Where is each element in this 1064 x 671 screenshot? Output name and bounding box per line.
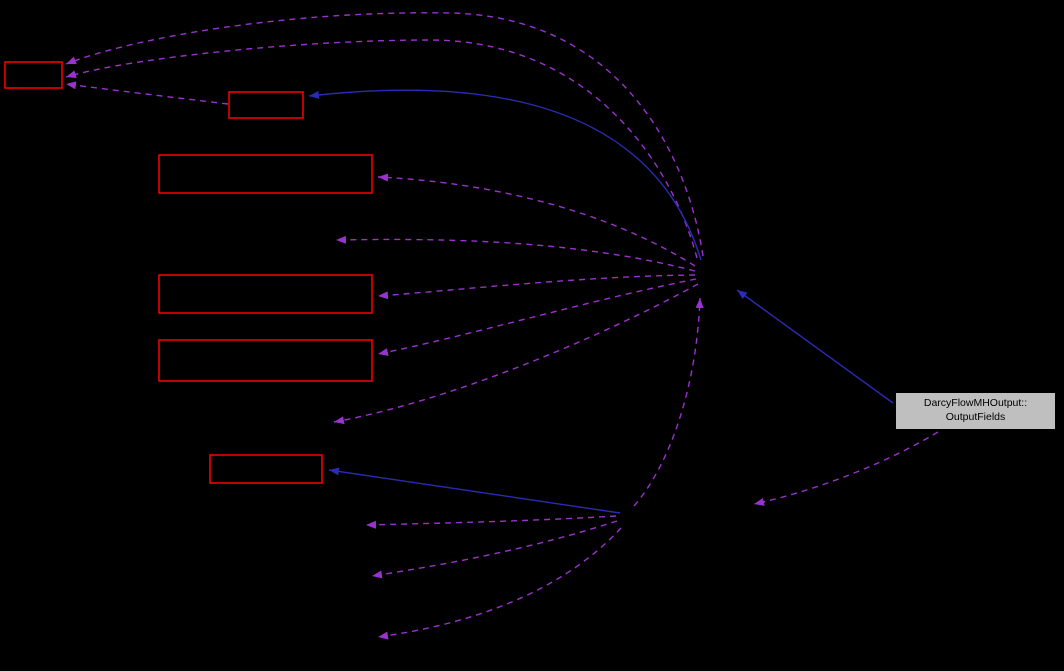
dashed-edge-hub1-to-node4 [377, 274, 696, 300]
red-node-3[interactable] [158, 154, 373, 194]
red-node-1[interactable] [4, 61, 63, 89]
red-node-5[interactable] [158, 339, 373, 382]
solid-edge-mainnode-to-hub1 [736, 289, 894, 404]
dashed-edge-hub1-to-node3 [377, 173, 696, 267]
solid-edge-hub2-to-node6 [328, 467, 621, 514]
red-node-4[interactable] [158, 274, 373, 314]
main-node-label-line1: DarcyFlowMHOutput:: [923, 397, 1028, 410]
red-node-6[interactable] [209, 454, 323, 484]
dashed-edge-hub1-to-node5 [377, 278, 697, 356]
dashed-edge-hub1-to-hidden-node1 [335, 235, 696, 272]
dashed-edge-hub2-to-hidden-node4 [371, 520, 618, 579]
dashed-edge-node2-to-node1 [65, 81, 229, 105]
dashed-edges [65, 12, 939, 640]
solid-edges [308, 89, 894, 514]
dashed-edge-hub1-to-node1-inner-arc [65, 39, 698, 259]
dashed-edge-hub2-to-hidden-node5 [377, 527, 622, 640]
red-node-2[interactable] [228, 91, 304, 119]
dashed-edge-hub1-to-node1-outer-arc [65, 12, 704, 257]
dashed-edge-mainnode-to-hub2 [753, 431, 939, 506]
dashed-edge-hub2-to-hub1 [633, 297, 704, 507]
dashed-edge-hub1-to-hidden-node2 [333, 283, 699, 425]
dashed-edge-hub2-to-hidden-node3 [365, 515, 617, 529]
red-nodes [4, 61, 373, 484]
main-node-darcyflowmhoutput-outputfields[interactable]: DarcyFlowMHOutput:: OutputFields [895, 392, 1056, 430]
main-node-label-line2: OutputFields [945, 411, 1006, 423]
solid-edge-hub1-to-node2 [308, 89, 702, 261]
